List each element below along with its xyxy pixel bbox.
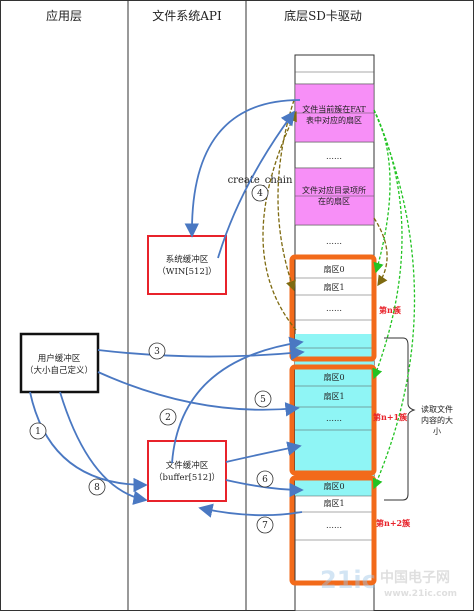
header-app-layer: 应用层	[46, 8, 82, 23]
cluster-n-outline	[289, 254, 377, 362]
cluster-n-label: 第n簇	[379, 305, 402, 315]
file-buffer-size: （buffer[512]）	[154, 472, 220, 483]
read-size-brace	[384, 337, 416, 501]
cluster-n-dots: ……	[326, 304, 342, 313]
cluster-n1-outline	[289, 364, 377, 476]
step-5-number: 5	[260, 395, 266, 405]
step-3-number: 3	[154, 347, 160, 357]
file-buffer-box	[147, 440, 227, 502]
step-4-circle	[251, 184, 269, 202]
dir-sector-text-2: 在的扇区	[318, 196, 350, 206]
step-6-number: 6	[262, 475, 268, 485]
watermark: 21ic 中国电子网 www.21ic.com	[320, 566, 457, 599]
cluster-n1-dots: ……	[326, 414, 342, 423]
fat-lookup-arrows	[372, 109, 416, 490]
step-3-circle	[148, 342, 166, 360]
read-size-text-1: 读取文件	[421, 404, 453, 414]
cluster-n2-label: 第n+2簇	[376, 518, 411, 528]
cluster-n1-sector-1: 扇区1	[323, 391, 344, 401]
user-buffer-box	[19, 332, 100, 394]
step-1-number: 1	[35, 427, 41, 437]
system-buffer-title: 系统缓冲区	[166, 254, 209, 265]
step-8-number: 8	[94, 483, 100, 493]
cluster-n-sector-0: 扇区0	[323, 264, 344, 274]
watermark-logo: 21ic	[320, 566, 376, 594]
cluster-n2-sector-0: 扇区0	[323, 481, 344, 491]
read-size-text-2: 内容的大	[421, 415, 453, 425]
header-sd-driver: 底层SD卡驱动	[284, 8, 362, 23]
fat-sector-text-2: 表中对应的扇区	[306, 115, 362, 125]
dir-sector-text-1: 文件对应目录项所	[302, 185, 366, 195]
cluster-n2-outline	[289, 475, 377, 586]
cluster-n1-label: 第n+1簇	[373, 412, 408, 422]
step-8-circle	[88, 478, 106, 496]
step-markers: 1 2 3 4 5 6 7 8	[29, 184, 274, 534]
dir-sector-cell	[294, 167, 375, 226]
header-fs-api: 文件系统API	[152, 8, 222, 23]
cluster-n-sector-1: 扇区1	[323, 282, 344, 292]
system-buffer-size: （WIN[512]）	[157, 266, 216, 277]
cluster-n2-dots: ……	[326, 521, 342, 530]
step-5-circle	[254, 390, 272, 408]
step-7-number: 7	[262, 521, 268, 531]
user-buffer-size: （大小自己定义）	[25, 365, 93, 376]
user-buffer-title: 用户缓冲区	[38, 353, 81, 364]
sd-dots-a: ……	[326, 152, 342, 161]
sd-dots-b: ……	[326, 237, 342, 246]
step-6-circle	[256, 470, 274, 488]
sd-card-column	[294, 54, 375, 611]
system-buffer-box	[147, 235, 227, 295]
fat-sector-text-1: 文件当前簇在FAT	[302, 104, 366, 114]
step-2-circle	[159, 408, 177, 426]
cluster-n1-sector-0: 扇区0	[323, 372, 344, 382]
cluster-n2-sector-1: 扇区1	[323, 498, 344, 508]
file-buffer-title: 文件缓冲区	[166, 460, 209, 471]
step-1-circle	[29, 422, 47, 440]
watermark-cn: 中国电子网	[380, 569, 450, 586]
read-size-text-3: 小	[433, 427, 441, 436]
step-7-circle	[256, 516, 274, 534]
data-flow-arrows	[29, 99, 305, 518]
step-2-number: 2	[165, 413, 171, 423]
step-4-number: 4	[257, 189, 263, 199]
create-chain-label: create_chain	[228, 175, 293, 186]
watermark-url: www.21ic.com	[384, 589, 457, 599]
